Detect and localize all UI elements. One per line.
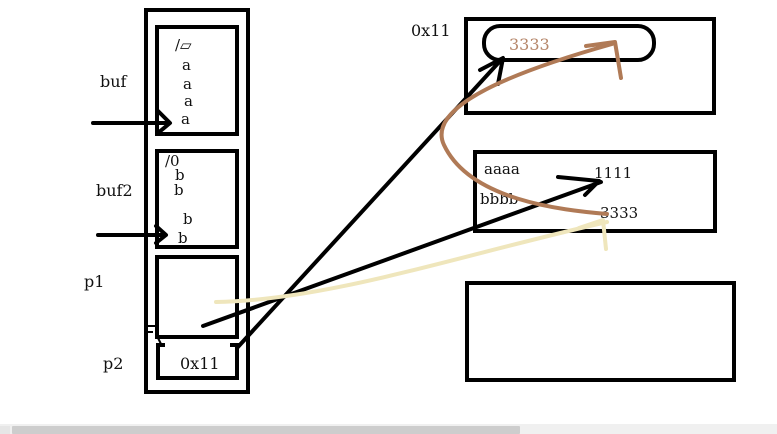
heap-block-middle bbox=[473, 150, 717, 233]
p1-box bbox=[155, 255, 239, 339]
middle-3333: 3333 bbox=[600, 204, 638, 222]
heap-block-top bbox=[464, 17, 716, 115]
buf-cell-2: a bbox=[183, 75, 192, 93]
p2-value: 0x11 bbox=[180, 354, 220, 373]
copy-curve-arrow bbox=[439, 42, 614, 216]
buf2-pointer-arrow bbox=[96, 224, 168, 245]
buf-label: buf bbox=[100, 72, 128, 91]
buf-cell-4: a bbox=[181, 110, 190, 128]
buf-cell-1: a bbox=[182, 56, 191, 74]
cream-arrowhead bbox=[577, 218, 608, 251]
stack-frame bbox=[144, 8, 250, 394]
buf2-cell-1: b bbox=[175, 166, 185, 184]
buf2-cell-3: b bbox=[183, 210, 193, 228]
p2-bracket bbox=[156, 343, 239, 380]
p1-label: p1 bbox=[84, 272, 104, 291]
buf2-box bbox=[155, 149, 239, 249]
middle-1111: 1111 bbox=[594, 164, 632, 182]
buf-cell-0: /▱ bbox=[175, 36, 192, 54]
copy-curve-arrowhead bbox=[584, 40, 623, 80]
buf-box bbox=[155, 25, 239, 136]
heap-value-text: 3333 bbox=[509, 35, 550, 54]
middle-aaaa: aaaa bbox=[484, 160, 520, 178]
buf2-label: buf2 bbox=[96, 181, 133, 200]
buf2-cell-0: /0 bbox=[165, 152, 180, 170]
p1-to-middle-arrow bbox=[201, 175, 603, 328]
cream-arrow bbox=[214, 220, 609, 304]
scroll-left-icon[interactable] bbox=[0, 426, 10, 434]
heap-block-bottom bbox=[465, 281, 736, 382]
p2-label: p2 bbox=[103, 354, 123, 373]
buf2-cell-4: b bbox=[178, 229, 188, 247]
buf-pointer-arrow bbox=[91, 109, 172, 135]
scrollbar-thumb[interactable] bbox=[12, 426, 520, 434]
heap-value-cell bbox=[482, 24, 656, 62]
buf-cell-3: a bbox=[184, 92, 193, 110]
heap-address-label: 0x11 bbox=[411, 21, 451, 40]
buf2-cell-2: b bbox=[174, 181, 184, 199]
